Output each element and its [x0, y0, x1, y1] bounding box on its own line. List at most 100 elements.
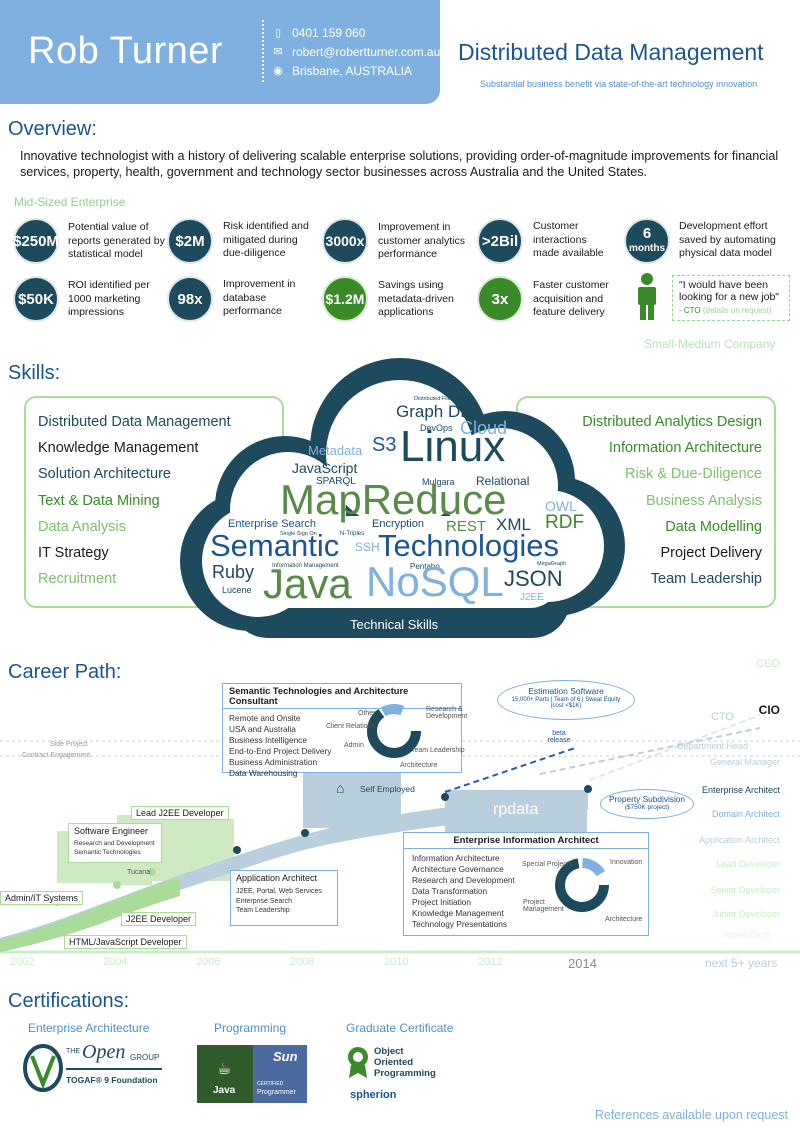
stat-text: Customer interactions made available: [533, 220, 604, 259]
cloud-word: Enterprise Search: [228, 518, 317, 530]
legend-side-project: Side Project: [50, 741, 88, 748]
location: Brisbane, AUSTRALIA: [292, 64, 413, 78]
ring-label: Team Leadership: [411, 747, 465, 754]
skill-item: Team Leadership: [650, 571, 762, 588]
references-note: References available upon request: [594, 1108, 788, 1122]
job-label: Lead J2EE Developer: [131, 806, 229, 820]
cloud-caption: Technical Skills: [350, 617, 439, 632]
open-group-open: Open: [82, 1041, 126, 1063]
application-architect-card: Application Architect J2EE, Portal, Web …: [230, 870, 338, 926]
phone-number[interactable]: 0401 159 060: [292, 26, 366, 40]
cloud-word: XML: [496, 515, 531, 534]
badge-unit: months: [628, 243, 666, 254]
open-group-the: THE: [66, 1048, 80, 1055]
consultant-list: Remote and Onsite USA and Australia Busi…: [223, 709, 461, 783]
cloud-word: NoSQL: [366, 558, 504, 605]
list-item: Data Warehousing: [229, 768, 298, 778]
ladder-level: CIO: [758, 703, 780, 717]
stat-badge: 3000x: [322, 218, 368, 264]
stat-badge: 3x: [477, 276, 523, 322]
cloud-word: Graph DB: [396, 402, 472, 421]
cto-quote: "I would have been looking for a new job…: [672, 275, 790, 321]
certifications-heading: Certifications:: [8, 990, 130, 1012]
career-path-graph: [0, 714, 800, 954]
ladder-level: Senior Developer: [710, 885, 780, 895]
stat-text: Potential value of reports generated by …: [68, 221, 165, 260]
stat-text: ROI identified per 1000 marketing impres…: [68, 279, 150, 318]
small-medium-label: Small-Medium Company: [644, 337, 776, 351]
list-item: Remote and Onsite: [229, 713, 301, 723]
sun-java-cert-badge: ☕ Java Sun CERTIFIED Programmer: [197, 1045, 307, 1103]
ladder-level: Admin/Tech: [722, 930, 770, 940]
quote-text: "I would have been looking for a new job…: [679, 279, 780, 303]
legend-contract: Contract Engagement: [22, 752, 91, 759]
cloud-word: Pentaho: [410, 562, 440, 571]
stat-badge: $50K: [13, 276, 59, 322]
cloud-word: Mulgara: [422, 477, 455, 487]
list-item: Business Intelligence: [229, 735, 307, 745]
cloud-word: Ruby: [212, 562, 255, 582]
java-panel: [197, 1045, 253, 1103]
year-label-current: 2014: [568, 956, 597, 971]
software-engineer-card: Software Engineer Research and Developme…: [68, 823, 162, 863]
estimation-title: Estimation Software: [528, 686, 604, 696]
skill-item: Business Analysis: [645, 492, 762, 509]
cloud-word: Lucene: [222, 585, 252, 595]
cloud-word: JavaScript: [292, 460, 358, 476]
ring-label: Innovation: [610, 859, 643, 866]
skill-item: Knowledge Management: [38, 440, 199, 457]
skill-item: IT Strategy: [38, 545, 109, 562]
stat-badge: $250M: [13, 218, 59, 264]
cloud-word: REST: [446, 518, 487, 535]
quote-signature: - CTO (details on request): [679, 305, 783, 317]
badge-number: 6: [642, 225, 652, 242]
cloud-word: MapReduce: [280, 476, 507, 523]
technical-skills-cloud: [180, 358, 625, 638]
stat-badge: >2Bil: [477, 218, 523, 264]
skill-item: Information Architecture: [608, 440, 762, 457]
role-tagline: Substantial business benefit via state-o…: [480, 79, 758, 89]
ring-label: Admin: [344, 742, 364, 749]
job-label: HTML/JavaScript Developer: [64, 935, 187, 949]
ladder-level: CTO: [710, 711, 734, 723]
phone-icon: ▯: [274, 27, 282, 39]
list-item: Architecture Governance: [412, 864, 504, 874]
ring-label: Architecture: [605, 916, 643, 923]
list-item: Team Leadership: [236, 907, 290, 914]
person-icon: [638, 273, 656, 320]
career-heading: Career Path:: [8, 661, 122, 683]
contact-divider: [262, 20, 264, 82]
sun-panel: [253, 1045, 307, 1103]
ladder-level: General Manager: [709, 757, 780, 767]
spherion-logo: spherion: [350, 1089, 397, 1101]
award-ribbon-icon: [348, 1047, 368, 1078]
skill-item: Recruitment: [38, 571, 117, 588]
overview-heading: Overview:: [8, 118, 97, 140]
cloud-word: Java: [263, 560, 352, 607]
ring-label: Special Projects: [522, 861, 573, 868]
self-employed-label: Self Employed: [360, 784, 415, 794]
list-item: Data Transformation: [412, 886, 488, 896]
cloud-word: J2EE: [520, 592, 544, 603]
skill-item: Project Delivery: [660, 545, 762, 562]
job-label: Admin/IT Systems: [0, 891, 83, 905]
ring-label: Architecture: [400, 762, 438, 769]
consultant-ring-chart: [367, 704, 421, 758]
list-item: J2EE, Portal, Web Services: [236, 888, 322, 895]
list-item: Technology Presentations: [412, 919, 508, 929]
ring-label: Client Relations: [326, 723, 376, 730]
java-logo-text: Java: [213, 1085, 236, 1096]
list-item: USA and Australia: [229, 724, 296, 734]
oop-line: Oriented: [374, 1057, 414, 1068]
skill-item: Distributed Data Management: [38, 414, 231, 430]
email-address[interactable]: robert@robertturner.com.au: [292, 45, 441, 59]
stat-text: Improvement in customer analytics perfor…: [378, 221, 465, 260]
stat-text: Risk identified and mitigated during due…: [223, 220, 309, 259]
cloud-word: S3: [372, 434, 397, 456]
stat-badge-months: 6 months: [624, 218, 670, 264]
oop-cert: Object Oriented Programming: [374, 1046, 436, 1079]
list-item: Project Initiation: [412, 897, 472, 907]
togaf-cert: TOGAF® 9 Foundation: [66, 1075, 158, 1085]
candidate-name: Rob Turner: [28, 30, 224, 72]
java-cup-icon: ☕: [217, 1061, 232, 1078]
